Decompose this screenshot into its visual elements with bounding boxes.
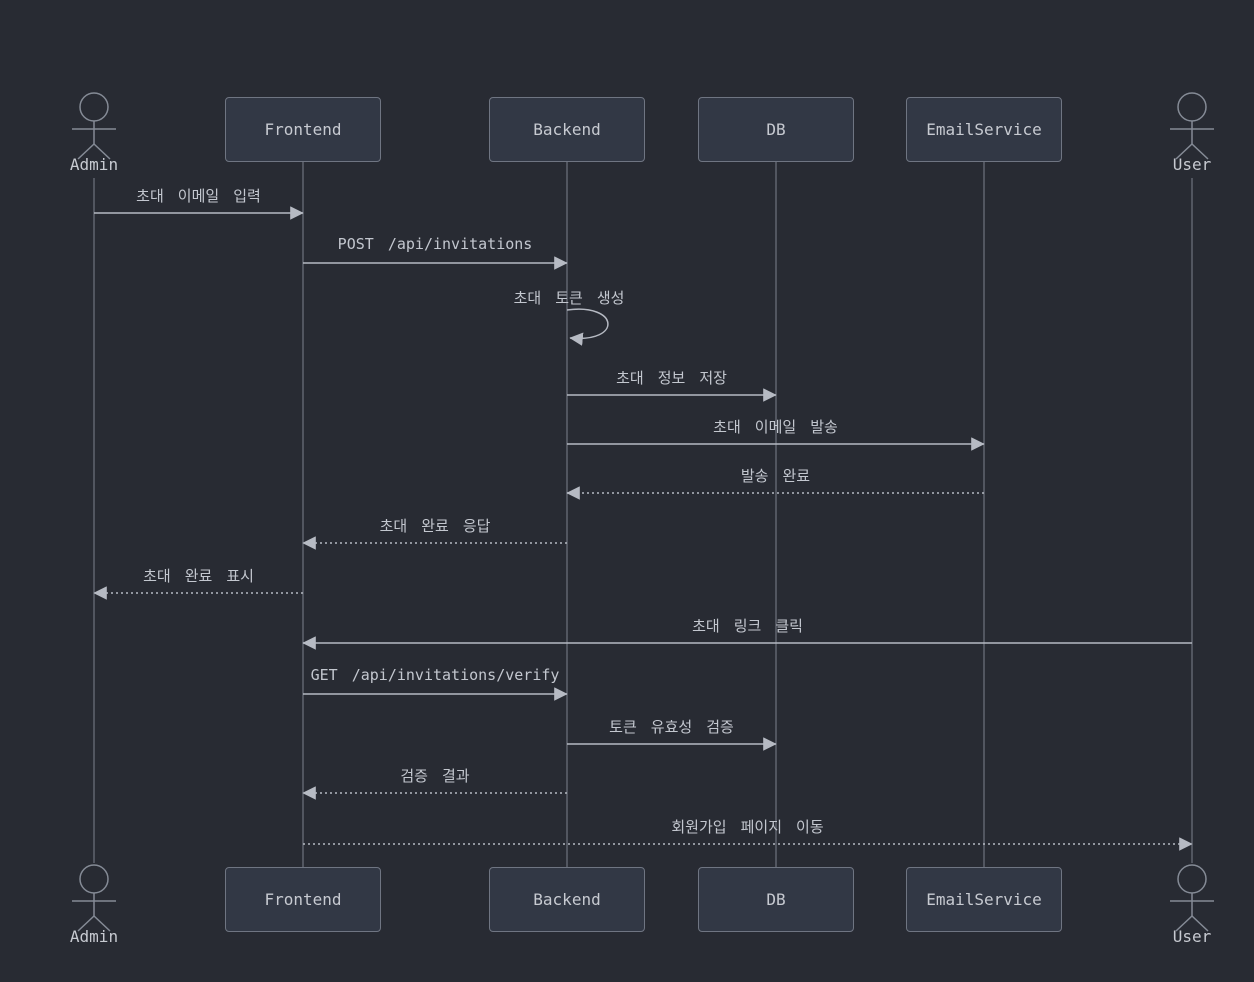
- participant-box-emailservice-top: EmailService: [906, 97, 1062, 162]
- participant-box-frontend-top: Frontend: [225, 97, 381, 162]
- actor-figure-admin-bottom: [72, 864, 116, 932]
- participant-box-emailservice-bottom: EmailService: [906, 867, 1062, 932]
- participant-box-backend-bottom: Backend: [489, 867, 645, 932]
- actor-figure-user-bottom: [1170, 864, 1214, 932]
- message-label: 회원가입 페이지 이동: [671, 818, 824, 836]
- participant-box-db-top: DB: [698, 97, 854, 162]
- actor-label-admin-bottom: Admin: [69, 927, 119, 946]
- message-label: 초대 이메일 발송: [713, 418, 838, 436]
- message-label: GET /api/invitations/verify: [310, 666, 560, 684]
- message-label: 발송 완료: [740, 467, 811, 485]
- message-label: 초대 완료 표시: [143, 567, 254, 585]
- message-label: 초대 토큰 생성: [513, 289, 625, 307]
- actor-label-admin-top: Admin: [69, 155, 119, 174]
- message-label: 초대 정보 저장: [616, 369, 727, 387]
- actor-figure-admin-top: [72, 92, 116, 160]
- message-label: POST /api/invitations: [337, 235, 533, 253]
- message-label: 토큰 유효성 검증: [609, 718, 734, 736]
- message-label: 검증 결과: [400, 767, 470, 785]
- message-label: 초대 링크 클릭: [692, 617, 803, 635]
- message-label: 초대 완료 응답: [379, 517, 491, 535]
- participant-box-frontend-bottom: Frontend: [225, 867, 381, 932]
- actor-label-user-bottom: User: [1172, 927, 1212, 946]
- participant-box-db-bottom: DB: [698, 867, 854, 932]
- message-label: 초대 이메일 입력: [136, 187, 261, 205]
- actor-figure-user-top: [1170, 92, 1214, 160]
- participant-box-backend-top: Backend: [489, 97, 645, 162]
- self-message-arrow: [566, 308, 609, 346]
- actor-label-user-top: User: [1172, 155, 1212, 174]
